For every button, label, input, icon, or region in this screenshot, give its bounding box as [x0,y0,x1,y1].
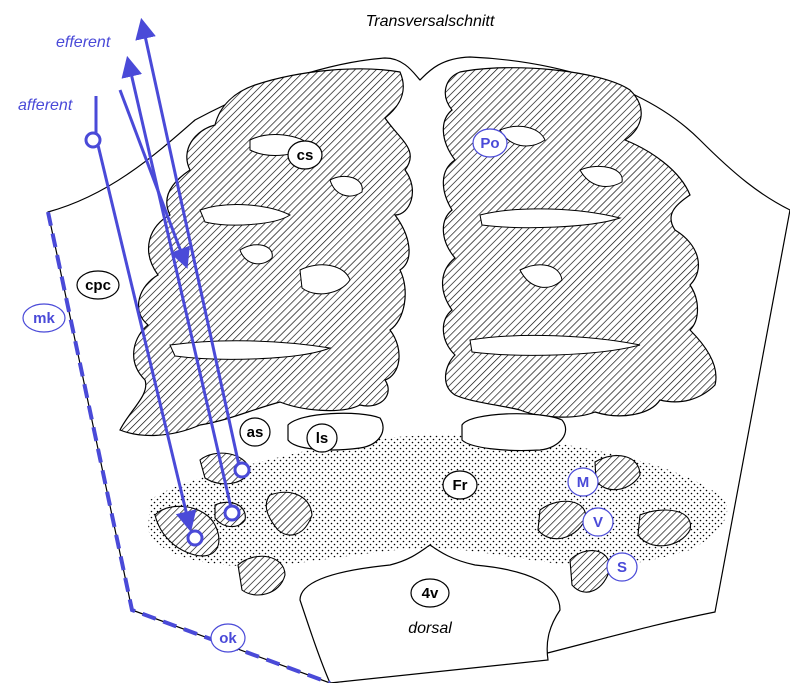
efferent-label: efferent [56,34,111,51]
dashed-border [46,211,331,683]
white-gap [169,340,332,360]
label-fr: Fr [442,470,478,500]
white-gap [299,264,351,295]
lemniscus-right [461,413,567,452]
efferent-arrow-inner [121,55,234,513]
pontine-nuclei-right [442,67,717,418]
white-gap [519,264,563,288]
svg-text:as: as [247,424,264,441]
svg-text:M: M [577,474,590,491]
label-ls: ls [306,423,338,453]
label-cs: cs [287,140,323,170]
tegmental-nucleus [237,555,286,596]
label-v: V [582,507,614,537]
svg-text:mk: mk [33,310,55,327]
svg-text:cpc: cpc [85,277,111,294]
svg-text:S: S [617,559,627,576]
label-4v: 4v [410,578,450,608]
label-po: Po [472,128,508,158]
svg-text:Fr: Fr [453,477,468,494]
efferent-arrow-outer [135,17,242,471]
label-as: as [239,417,271,447]
cell-body-terminal [186,529,204,547]
white-gap [199,204,291,226]
label-ok: ok [210,623,246,653]
svg-text:cs: cs [297,147,314,164]
diagram-title: Transversalschnitt [366,13,495,30]
label-cpc: cpc [76,270,120,300]
label-m: M [567,467,599,497]
svg-text:4v: 4v [422,585,439,602]
label-mk: mk [22,303,66,333]
label-s: S [606,552,638,582]
white-gap [499,125,546,147]
dorsal-label: dorsal [408,620,452,637]
afferent-arrow-path [96,144,197,533]
cell-body-afferent [84,131,102,149]
afferent-label: afferent [18,97,73,114]
tegmental-nucleus [637,509,691,547]
svg-text:ls: ls [316,430,329,447]
cell-body-efferent-2 [223,504,241,522]
svg-text:Po: Po [480,135,499,152]
white-gap [579,166,623,187]
afferent-to-nucleus [118,89,190,269]
white-gap [329,176,363,197]
tegmental-nucleus [265,491,313,536]
white-gap [469,334,641,356]
svg-text:ok: ok [219,630,237,647]
white-gap [239,244,273,265]
white-gap [479,208,622,229]
cell-body-efferent-1 [233,461,251,479]
tegmental-nucleus [594,455,641,491]
svg-text:V: V [593,514,603,531]
